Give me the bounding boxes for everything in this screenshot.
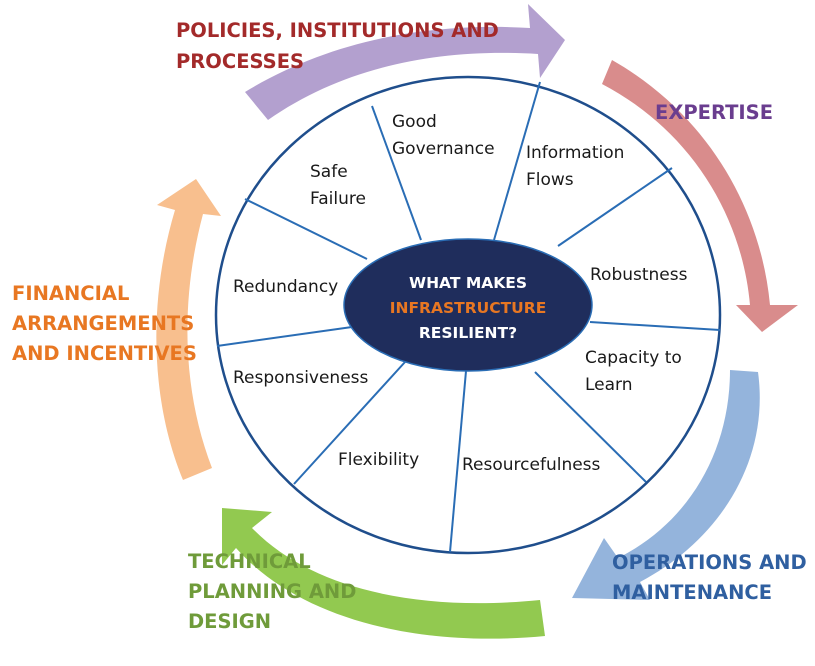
segment-label-line: Resourcefulness xyxy=(462,455,601,475)
center-hub xyxy=(343,238,593,372)
operations-arrow xyxy=(572,370,760,600)
segment-label-line: Learn xyxy=(585,375,633,395)
technical-arrow xyxy=(222,508,545,639)
segment-label-line: Redundancy xyxy=(233,277,338,297)
segment-label: Redundancy xyxy=(233,277,338,297)
category-labels: POLICIES, INSTITUTIONS AND PROCESSES EXPER… xyxy=(12,19,807,633)
segment-label: Capacity to Learn xyxy=(585,348,682,395)
technical-label-line: PLANNING AND xyxy=(188,580,356,603)
hub-title-line-2: INFRASTRUCTURE xyxy=(390,299,547,317)
segment-label-line: Responsiveness xyxy=(233,368,369,388)
expertise-label-line: EXPERTISE xyxy=(655,101,773,124)
technical-label-line: TECHNICAL xyxy=(188,550,311,573)
operations-label: OPERATIONS AND MAINTENANCE xyxy=(612,551,807,604)
spokes xyxy=(216,81,721,553)
spoke-7 xyxy=(293,361,406,485)
segment-label-line: Good xyxy=(392,112,437,132)
segment-label: Resourcefulness xyxy=(462,455,601,475)
technical-label-line: DESIGN xyxy=(188,610,271,633)
policies-label: POLICIES, INSTITUTIONS AND PROCESSES xyxy=(176,19,499,73)
financial-label-line: FINANCIAL xyxy=(12,282,129,305)
hub-title-line-3: RESILIENT? xyxy=(419,324,517,342)
expertise-label: EXPERTISE xyxy=(655,101,773,124)
segment-label-line: Failure xyxy=(310,189,366,209)
operations-label-line: MAINTENANCE xyxy=(612,581,772,604)
segment-label: Flexibility xyxy=(338,450,419,470)
operations-label-line: OPERATIONS AND xyxy=(612,551,807,574)
spoke-3 xyxy=(557,167,673,247)
segment-label-line: Capacity to xyxy=(585,348,682,368)
policies-label-line: POLICIES, INSTITUTIONS AND xyxy=(176,19,499,42)
spoke-8 xyxy=(216,326,353,347)
expertise-arrow xyxy=(602,60,798,332)
financial-label: FINANCIAL ARRANGEMENTS AND INCENTIVES xyxy=(12,282,197,365)
arrow-layer xyxy=(156,4,798,639)
spoke-4 xyxy=(589,321,721,331)
segment-label: Responsiveness xyxy=(233,368,369,388)
spoke-5 xyxy=(534,371,647,483)
hub-title-line-1: WHAT MAKES xyxy=(409,274,527,292)
segment-label-line: Robustness xyxy=(590,265,688,285)
financial-label-line: AND INCENTIVES xyxy=(12,342,197,365)
segment-label-line: Information xyxy=(526,143,624,163)
spoke-1 xyxy=(371,105,422,241)
spoke-9 xyxy=(244,198,368,260)
policies-label-line: PROCESSES xyxy=(176,50,304,73)
segment-label: Robustness xyxy=(590,265,688,285)
financial-arrow xyxy=(156,179,221,480)
segment-label-line: Safe xyxy=(310,162,348,182)
spoke-6 xyxy=(449,370,467,553)
policies-arrow xyxy=(245,4,565,120)
segment-label-line: Flows xyxy=(526,170,574,190)
spoke-2 xyxy=(493,81,541,241)
technical-label: TECHNICAL PLANNING AND DESIGN xyxy=(188,550,356,633)
segment-label-line: Flexibility xyxy=(338,450,419,470)
segment-label-line: Governance xyxy=(392,139,495,159)
financial-label-line: ARRANGEMENTS xyxy=(12,312,194,335)
